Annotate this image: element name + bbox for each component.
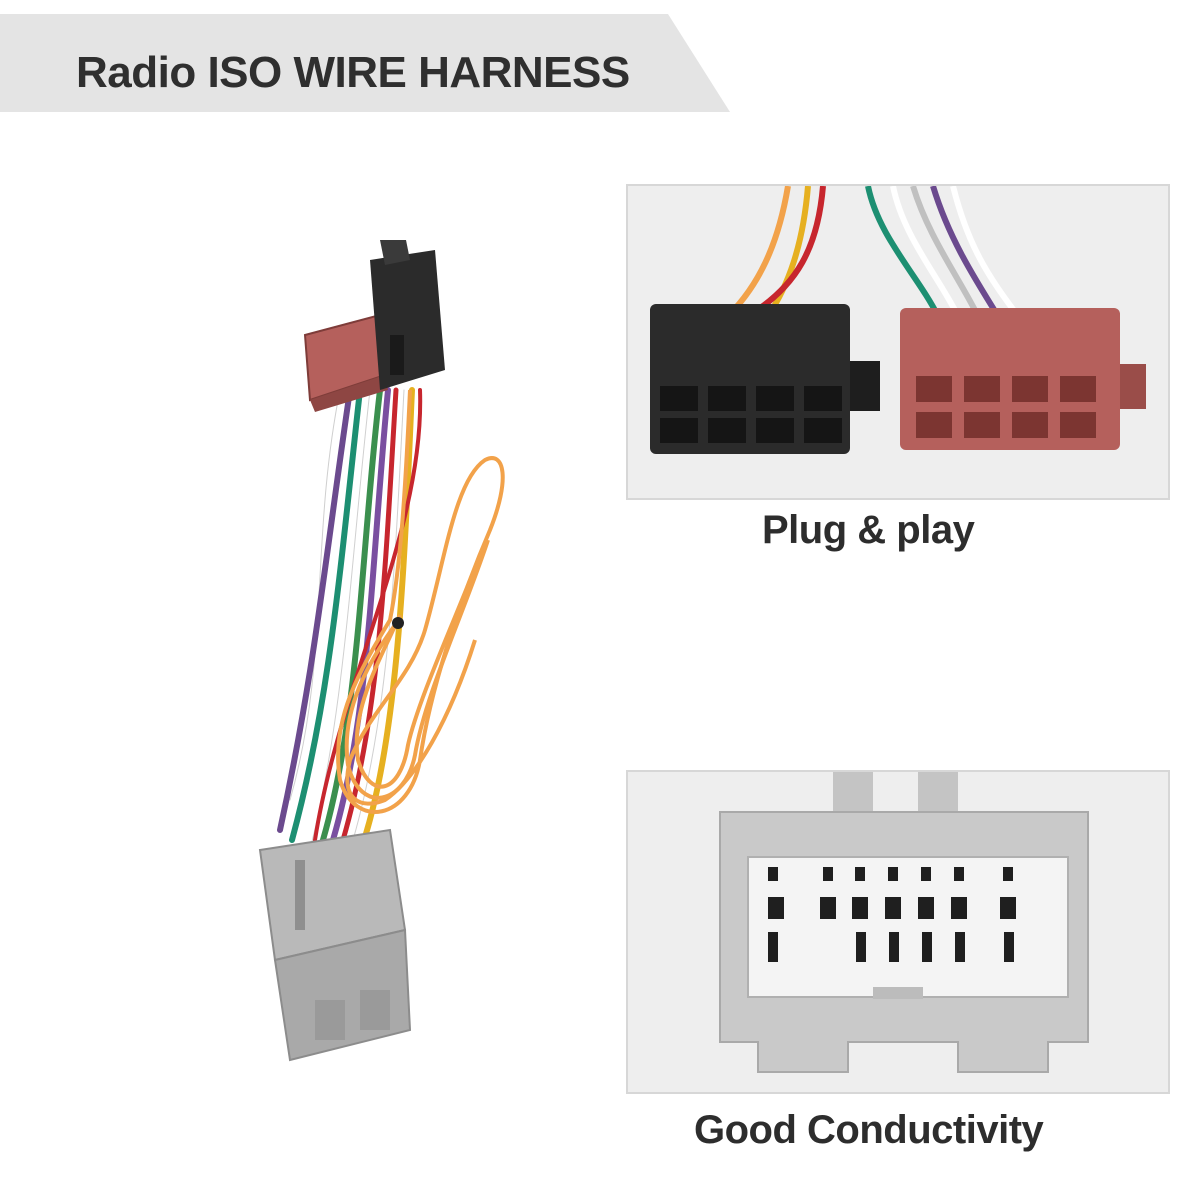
vehicle-plug — [258, 828, 412, 1062]
iso-red-plug — [900, 308, 1146, 450]
title-banner: Radio ISO WIRE HARNESS — [0, 14, 730, 112]
banner-shape — [0, 14, 730, 112]
plug-and-play-caption: Plug & play — [762, 508, 975, 552]
iso-red-connector — [303, 313, 388, 412]
vehicle-plug-face — [719, 772, 1089, 1073]
iso-black-connector — [370, 235, 445, 390]
iso-connectors-panel — [626, 184, 1170, 500]
good-conductivity-caption: Good Conductivity — [694, 1108, 1044, 1152]
page-title: Radio ISO WIRE HARNESS — [76, 48, 630, 97]
iso-black-plug — [650, 304, 880, 454]
vehicle-plug-panel — [626, 770, 1170, 1094]
harness-illustration — [220, 235, 560, 1080]
